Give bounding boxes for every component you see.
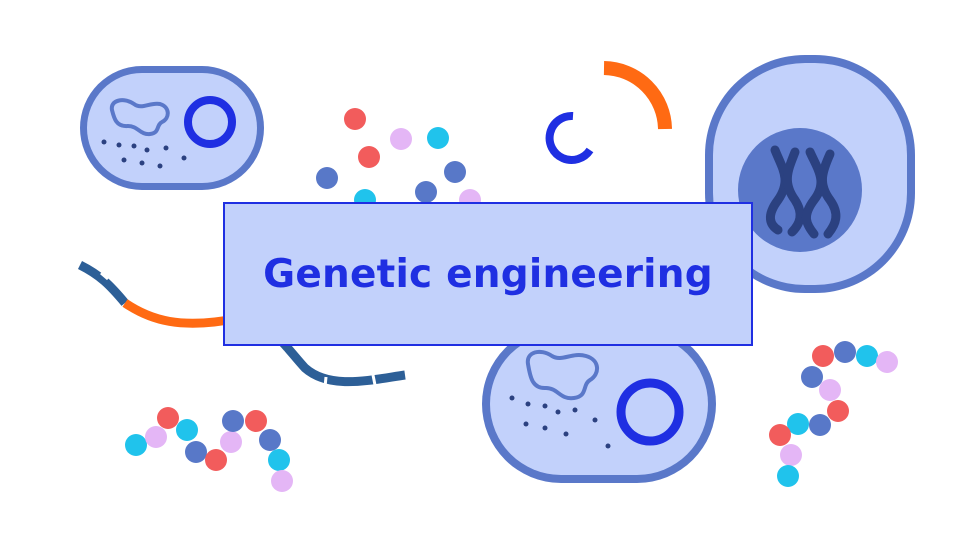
ring-arc-icon bbox=[545, 111, 594, 164]
bacterium-icon bbox=[482, 325, 716, 483]
dna-strand-icon bbox=[77, 260, 406, 388]
bead-chain-icon bbox=[769, 341, 898, 487]
animal-cell-icon bbox=[705, 55, 915, 293]
bacterium-icon bbox=[80, 66, 264, 190]
ring-arc-icon bbox=[603, 61, 672, 130]
bead-chain-icon bbox=[125, 407, 293, 492]
bead-chain-icon bbox=[316, 108, 481, 211]
chromosome-icon bbox=[766, 145, 841, 239]
title-banner: Genetic engineering bbox=[223, 202, 753, 346]
page-title: Genetic engineering bbox=[263, 251, 713, 297]
